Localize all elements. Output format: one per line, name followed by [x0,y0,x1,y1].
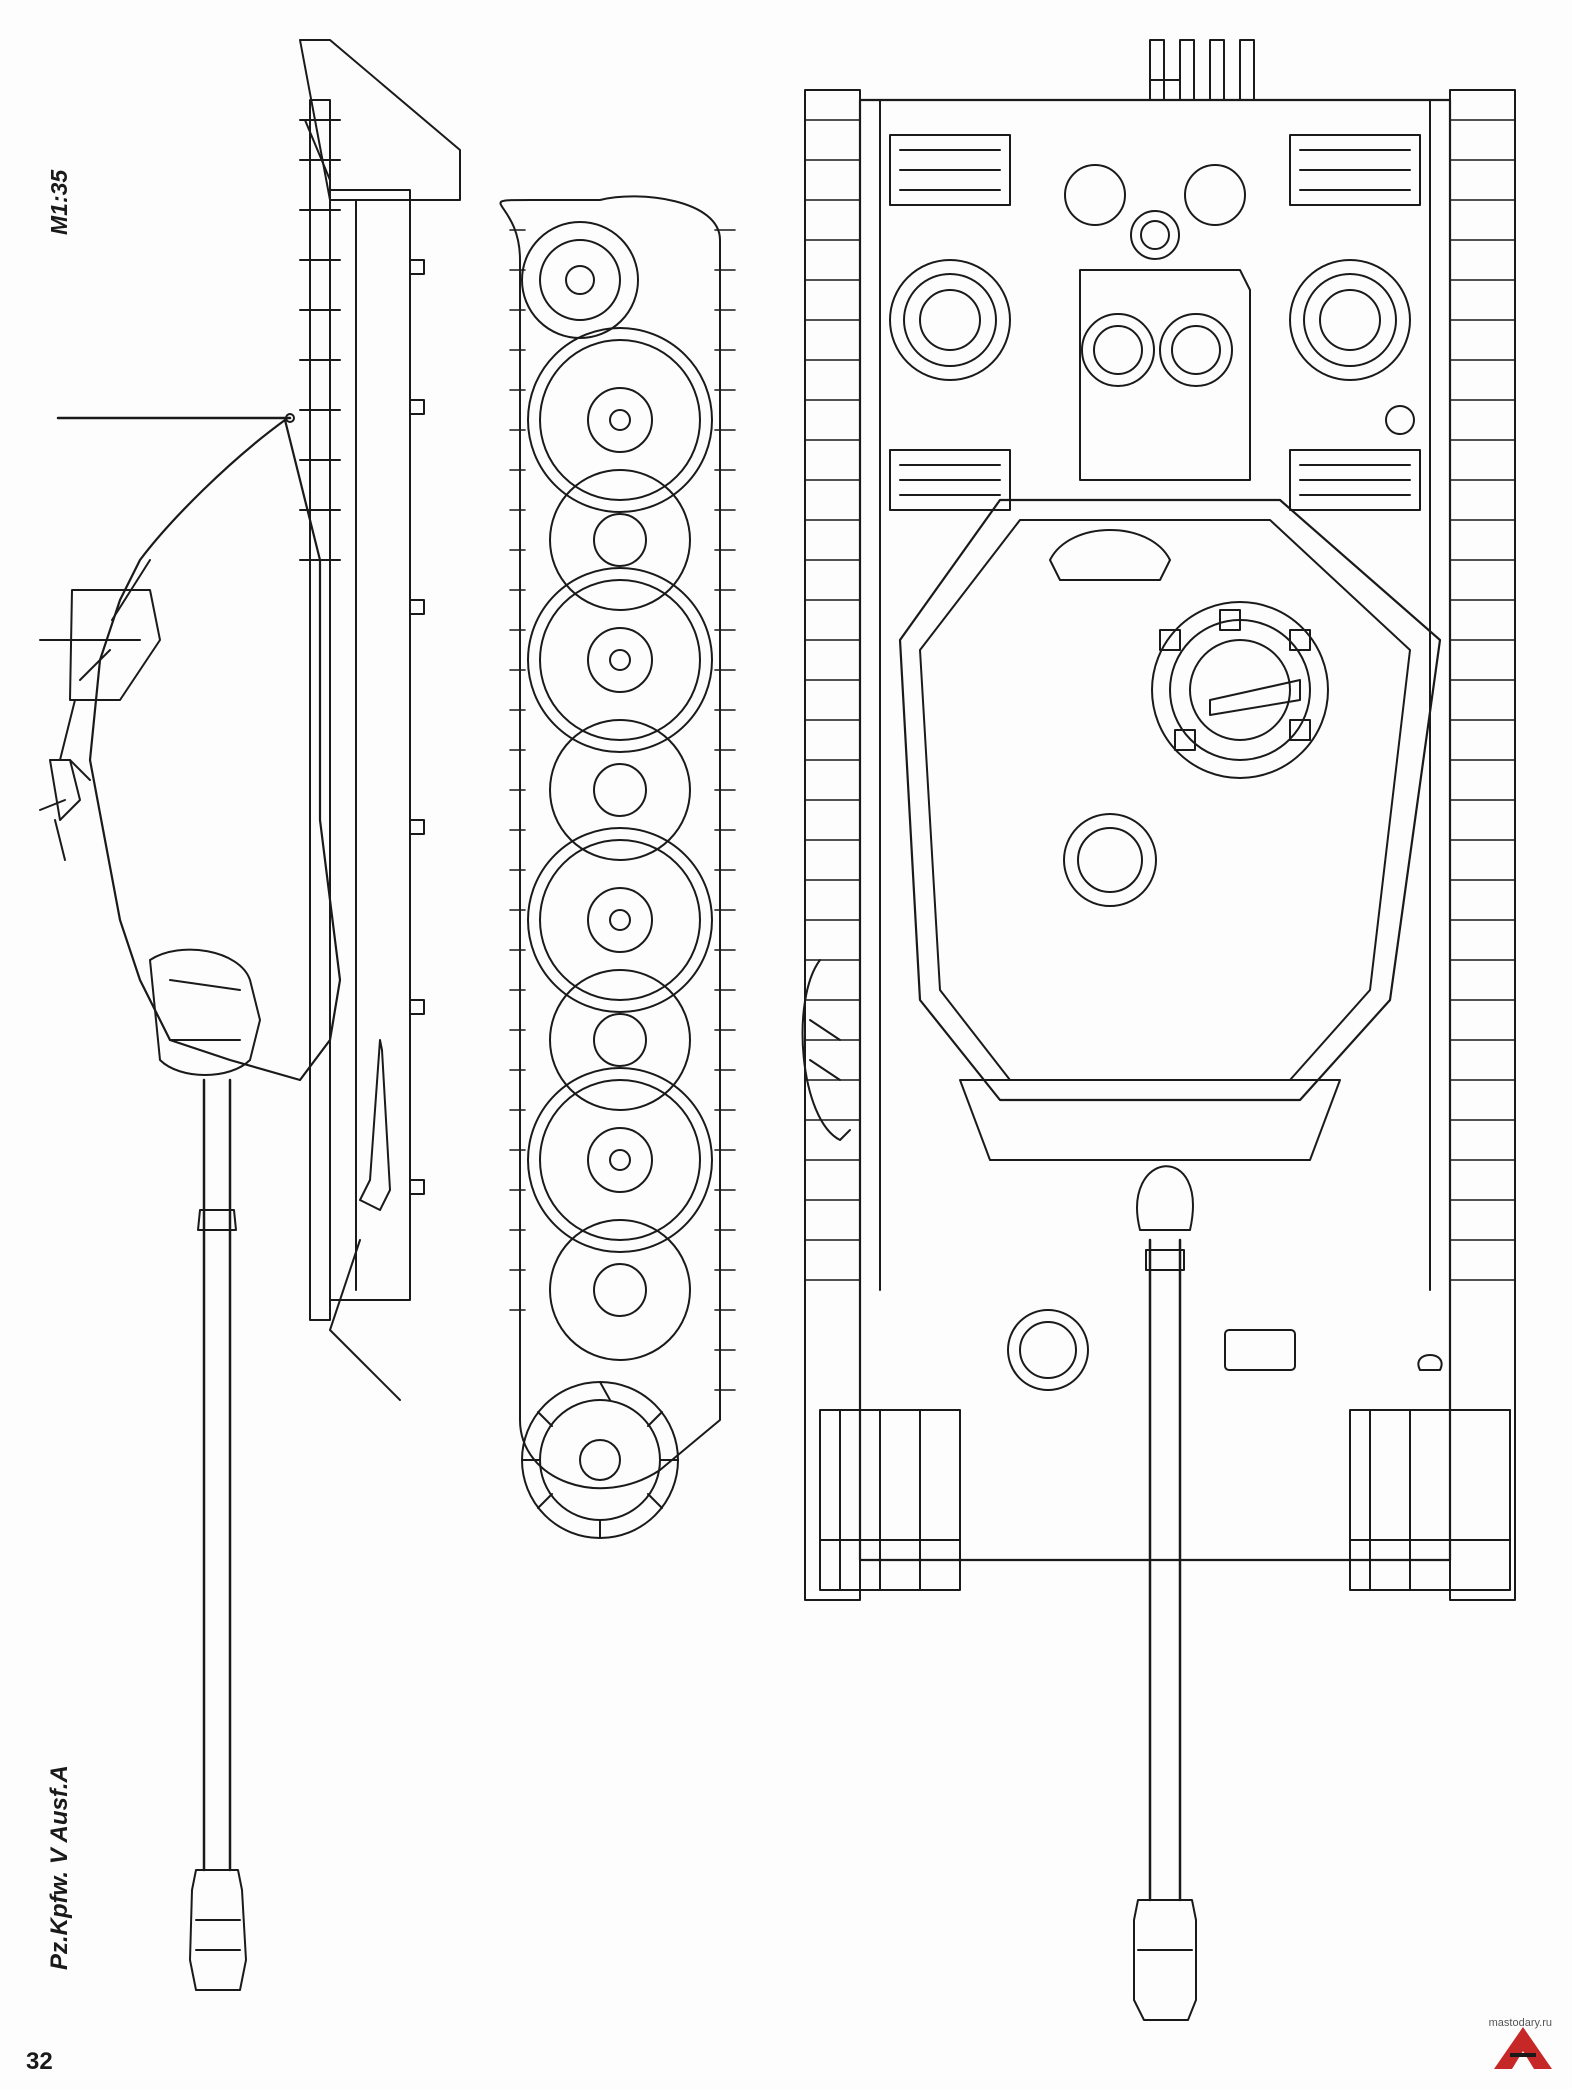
stowage-box-left [819,1409,961,1591]
drive-sprocket [521,1381,679,1539]
commander-cupola-top [1151,601,1329,779]
road-wheel [527,1067,713,1253]
rear-deck [299,39,461,201]
road-wheels [527,327,713,1361]
watermark-logo-icon [1494,2027,1552,2069]
turret-top [898,498,1442,1102]
commander-cupola [69,589,161,701]
gun-collar [197,1209,237,1231]
right-track-links [1449,119,1516,1281]
hull-side-plate [329,189,411,1301]
watermark-text: mastodary.ru [1488,2017,1552,2029]
filler-caps [1064,164,1246,387]
road-wheel [527,327,713,513]
turret-cupola-detail [59,559,151,781]
engine-grille-left-2 [889,449,1011,511]
right-track-top [1449,89,1516,1601]
jack [359,1039,391,1211]
road-wheel [549,719,691,861]
fan-grille-right [1289,259,1411,381]
track-outline [499,195,721,1490]
drawing-title: Pz.Kpfw. V Ausf.A [46,1765,73,1970]
road-wheel [527,567,713,753]
antenna-base [285,413,295,423]
left-track-top [804,89,861,1601]
hull-stowage-brackets [409,259,425,1195]
hull-top-outline [858,98,1452,1562]
idler-wheel [521,221,639,339]
road-wheel [549,469,691,611]
driver-hatch [1007,1309,1089,1391]
loader-hatch [1063,813,1157,907]
engine-grille-right [1289,134,1421,206]
scale-label: M1:35 [46,169,72,235]
road-wheel [549,1219,691,1361]
muzzle-brake [189,1869,247,1991]
engine-hatch [1079,269,1251,481]
left-track-links [804,119,861,1281]
track-teeth [509,229,736,1391]
radio-hatch [1224,1329,1296,1371]
cupola-mount [49,759,81,821]
engine-grille-left [889,134,1011,206]
gun-mantlet-top [1136,1165,1194,1231]
track-guard [309,99,331,1321]
tow-cable [801,959,851,1141]
tow-shackle [329,1239,401,1401]
muzzle-brake-top [1133,1899,1197,2021]
headlight [1417,1354,1443,1371]
guard-links [299,119,341,561]
fan-grille-left [889,259,1011,381]
page-number: 32 [26,2048,53,2075]
turret-ventilator [1049,529,1171,581]
gun-mantlet [149,948,261,1076]
engine-grille-right-2 [1289,449,1421,511]
side-view [39,39,736,1991]
exhaust-pipes [1149,39,1255,101]
stowage-box-right [1349,1409,1511,1591]
road-wheel [549,969,691,1111]
road-wheel [527,827,713,1013]
top-view [801,39,1516,2021]
turret-side [88,418,342,1082]
turret-front [959,1079,1341,1161]
